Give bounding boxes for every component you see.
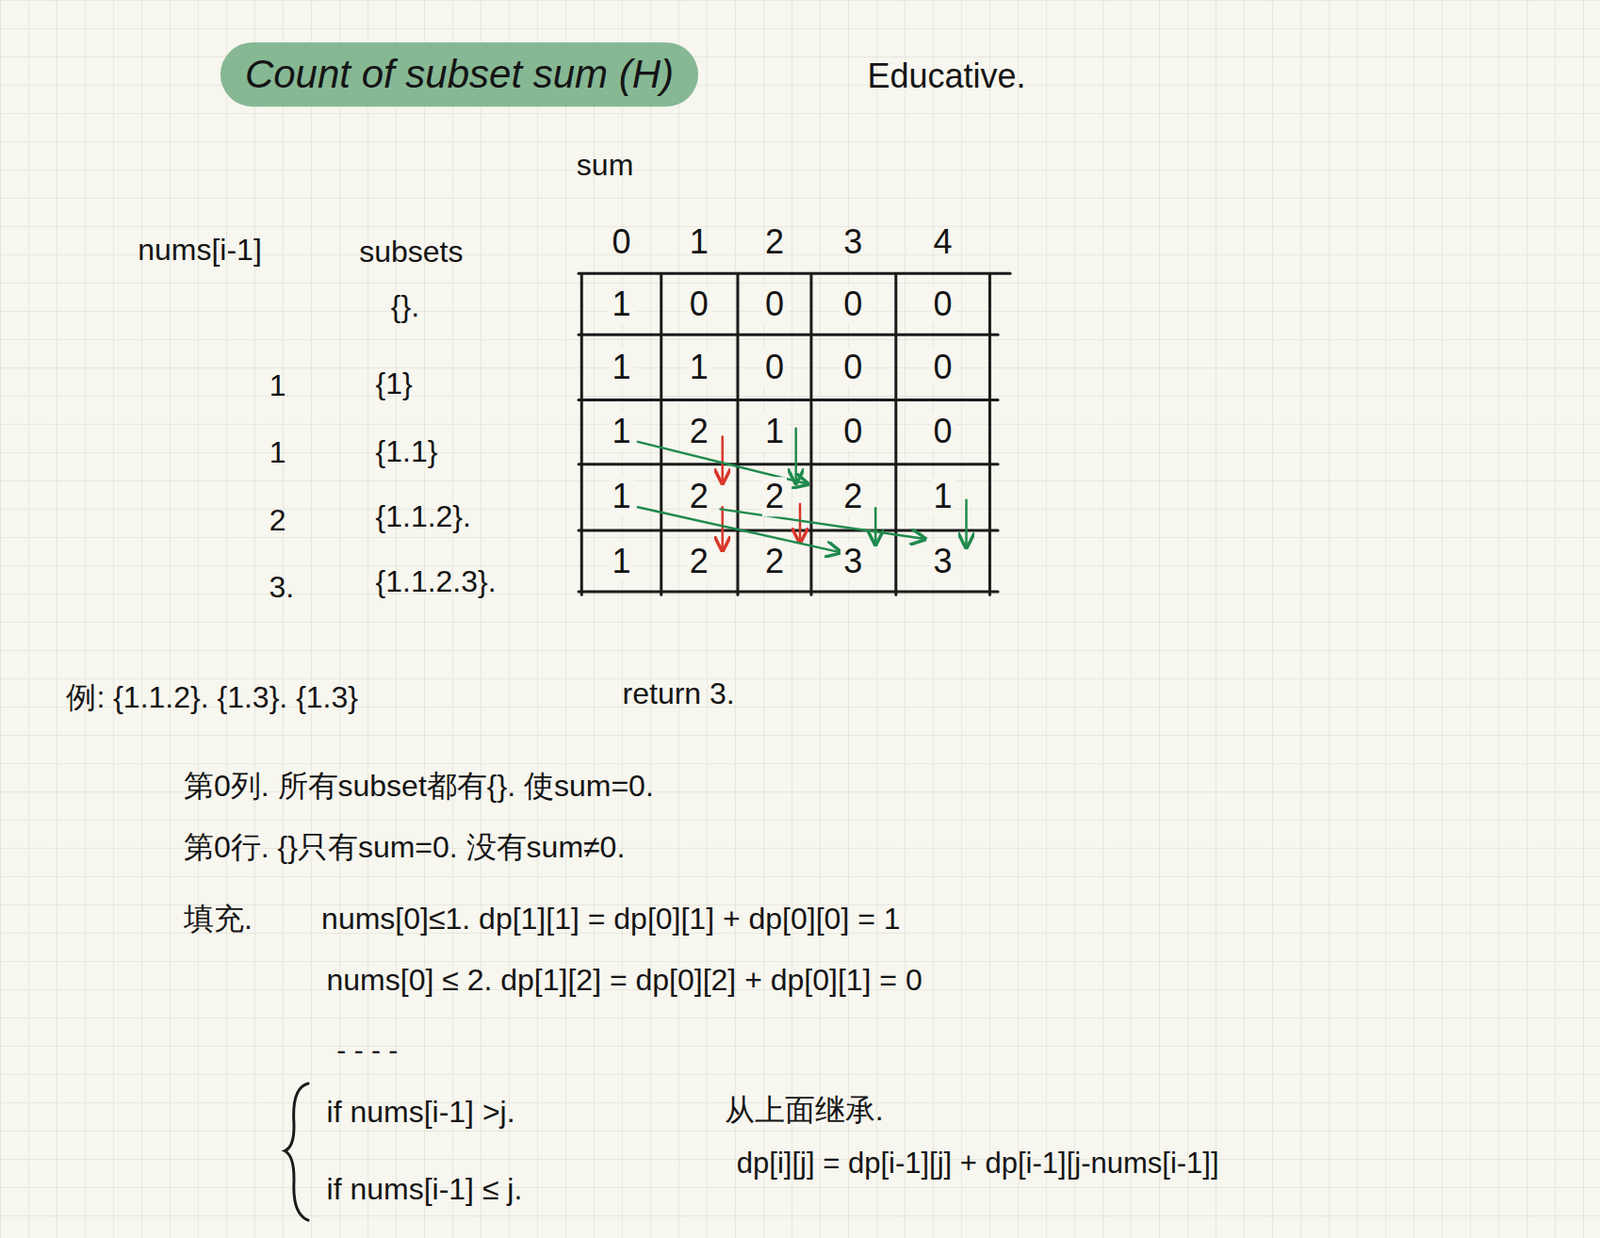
table-line: [894, 273, 898, 595]
axis-label: sum: [576, 147, 634, 183]
condition-text: if nums[i-1] >j.: [326, 1094, 516, 1130]
subset-label: {1.1.2}.: [375, 499, 472, 535]
table-cell: 2: [686, 411, 712, 451]
table-line: [578, 590, 998, 594]
note-heading: 填充.: [183, 900, 253, 936]
subset-label: {1}: [375, 366, 413, 402]
title-text: Count of subset sum (H): [244, 51, 674, 98]
sum-arrow: [964, 500, 968, 547]
title-highlight: [220, 42, 699, 107]
ellipsis-text: - - - -: [336, 1034, 398, 1068]
sum-arrow: [874, 507, 878, 543]
table-cell: 3: [930, 541, 956, 581]
inherit-arrow: [720, 436, 724, 482]
table-line: [578, 272, 1011, 276]
table-line: [578, 398, 998, 402]
note-text: 第0行. {}只有sum=0. 没有sum≠0.: [183, 829, 625, 865]
curly-brace: [284, 1083, 309, 1221]
table-cell: 1: [930, 477, 956, 517]
table-cell: 1: [608, 284, 634, 324]
source-label: Educative.: [866, 57, 1026, 97]
subset-label: {1.1.2.3}.: [375, 564, 497, 600]
formula-text: dp[i][j] = dp[i-1][j] + dp[i-1][j-nums[i…: [736, 1146, 1220, 1181]
table-cell: 1: [608, 411, 634, 451]
table-cell: 1: [686, 347, 712, 387]
table-cell: 2: [762, 541, 787, 581]
table-cell: 0: [762, 347, 787, 387]
table-cell: 0: [840, 284, 866, 324]
result-text: return 3.: [622, 676, 735, 712]
table-cell: 2: [840, 477, 866, 517]
note-text: 第0列. 所有subset都有{}. 使sum=0.: [183, 767, 654, 803]
formula-text: nums[0]≤1. dp[1][1] = dp[0][1] + dp[0][0…: [321, 900, 900, 936]
column-header: 3: [843, 222, 863, 262]
column-header: subsets: [359, 234, 463, 270]
table-cell: 2: [762, 477, 787, 517]
sum-arrow: [794, 428, 798, 482]
subset-label: {1.1}: [375, 433, 439, 469]
table-cell: 1: [608, 477, 634, 517]
inherit-arrow: [720, 506, 724, 549]
table-cell: 1: [762, 411, 787, 451]
table-cell: 0: [930, 347, 956, 387]
table-line: [580, 273, 584, 595]
column-header: 2: [765, 222, 784, 262]
table-line: [578, 529, 998, 533]
table-cell: 3: [840, 541, 866, 581]
subset-label: {}.: [391, 288, 420, 324]
table-cell: 0: [840, 347, 866, 387]
column-header: 4: [933, 222, 953, 262]
table-line: [578, 333, 998, 337]
table-line: [735, 273, 739, 595]
note-text: 从上面继承.: [724, 1093, 884, 1128]
column-header: nums[i-1]: [137, 232, 262, 268]
table-cell: 2: [686, 541, 712, 581]
table-cell: 0: [840, 411, 866, 451]
sum-arrow: [637, 506, 839, 553]
table-cell: 0: [762, 284, 787, 324]
table-cell: 0: [930, 411, 956, 451]
table-line: [659, 273, 663, 595]
column-header: 1: [689, 222, 709, 262]
table-cell: 0: [930, 284, 956, 324]
table-cell: 1: [608, 347, 634, 387]
table-line: [988, 273, 992, 595]
sum-arrow: [720, 508, 924, 539]
table-cell: 2: [686, 477, 712, 517]
table-line: [578, 462, 998, 466]
num-label: 2: [269, 503, 287, 539]
example-text: 例: {1.1.2}. {1.3}. {1.3}: [65, 679, 359, 715]
condition-text: if nums[i-1] ≤ j.: [326, 1171, 523, 1207]
num-label: 1: [269, 434, 287, 470]
column-header: 0: [611, 222, 631, 262]
table-cell: 1: [608, 541, 634, 581]
inherit-arrow: [799, 504, 802, 541]
illustration: [220, 42, 1011, 1221]
table-cell: 0: [686, 284, 712, 324]
num-label: 1: [269, 368, 287, 404]
formula-text: nums[0] ≤ 2. dp[1][2] = dp[0][2] + dp[0]…: [326, 962, 923, 997]
num-label: 3.: [269, 569, 295, 605]
